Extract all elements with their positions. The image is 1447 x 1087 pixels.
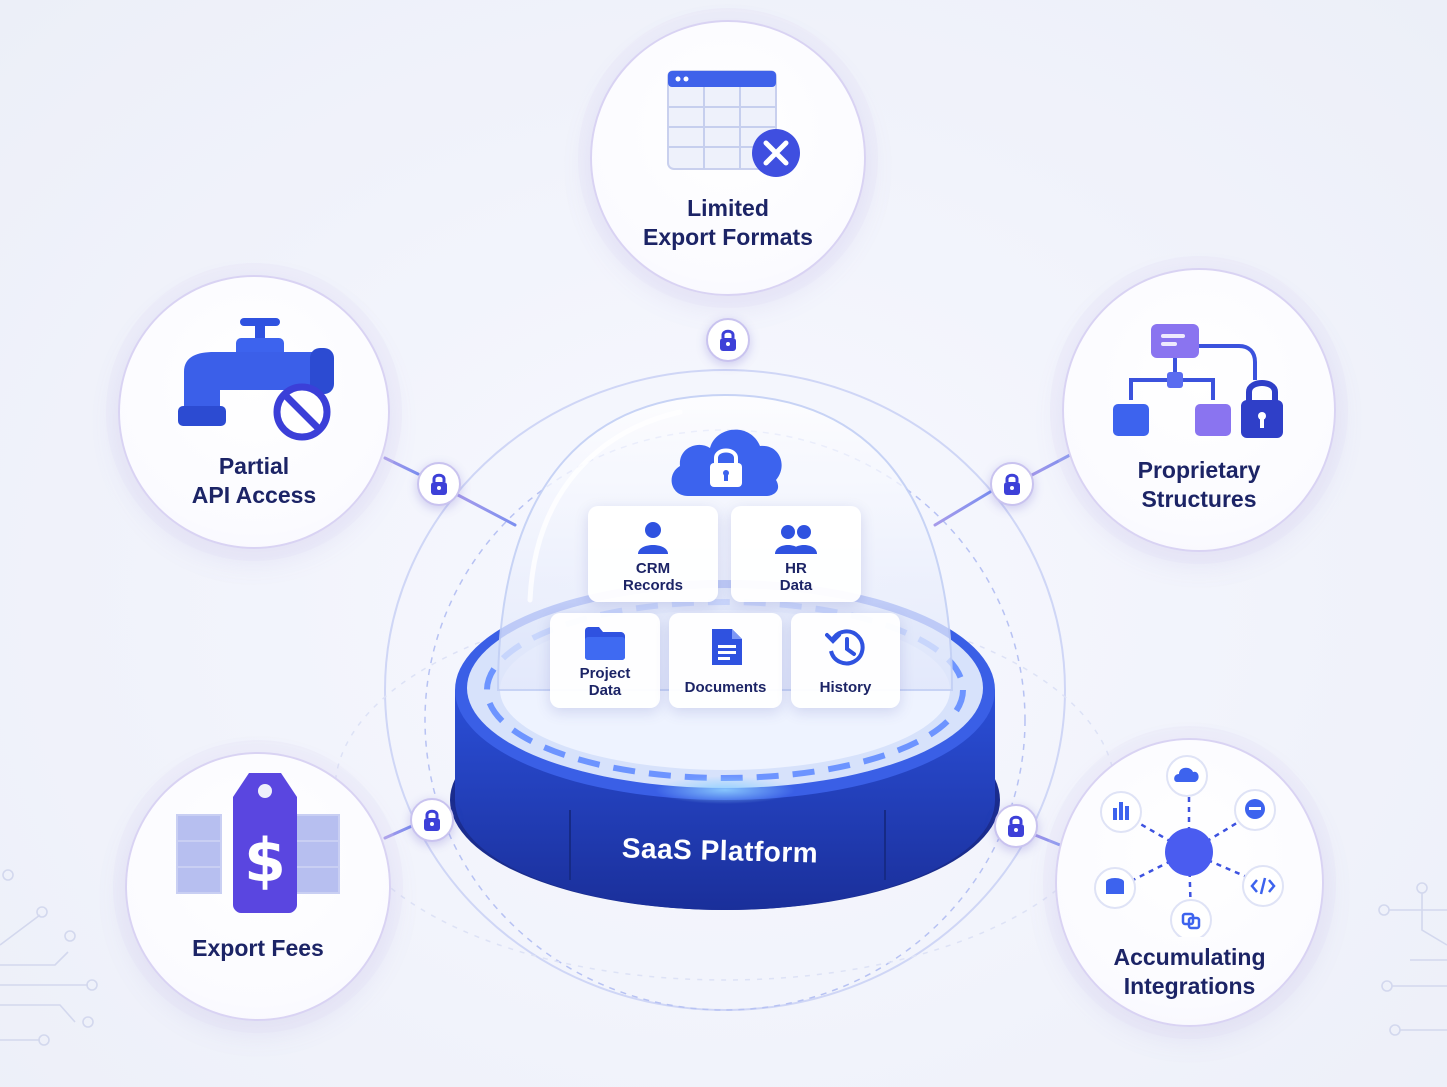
faucet-blocked-icon: [164, 312, 344, 447]
card-label-line1: Project: [579, 665, 631, 682]
lock-badge-right-upper: [990, 462, 1034, 506]
node-label-line1: Export Fees: [192, 935, 324, 961]
card-label-line2: Records: [622, 577, 684, 594]
node-partial-api-access: Partial API Access: [118, 275, 390, 549]
node-label-line1: Limited: [687, 195, 769, 221]
locked-hierarchy-icon: [1109, 320, 1289, 450]
node-export-fees: $ Export Fees: [125, 752, 391, 1021]
spreadsheet-x-icon: [664, 67, 804, 184]
card-hr-data: HR Data: [731, 506, 861, 602]
dollar-price-tag-icon: $: [175, 769, 345, 924]
lock-icon: [431, 473, 447, 495]
node-label-line2: Structures: [1141, 486, 1257, 512]
node-label-line2: API Access: [191, 482, 317, 508]
svg-text:$: $: [244, 826, 286, 896]
node-label-line1: Accumulating: [1113, 944, 1266, 970]
card-label-line1: HR: [785, 560, 807, 577]
card-documents: Documents: [669, 613, 782, 708]
orbit-ring-dashed: [424, 429, 1026, 1011]
lock-badge-right-lower: [994, 804, 1038, 848]
lock-icon: [720, 329, 736, 351]
users-icon: [775, 525, 817, 554]
document-icon: [711, 629, 742, 665]
lock-badge-top: [706, 318, 750, 362]
card-label-line2: Data: [588, 682, 622, 699]
user-icon: [638, 522, 668, 554]
card-label-line1: History: [819, 679, 872, 696]
folder-icon: [585, 627, 625, 660]
lock-icon: [1008, 815, 1024, 837]
card-project-data: Project Data: [550, 613, 660, 708]
card-label-line1: Documents: [684, 679, 767, 696]
lock-icon: [1004, 473, 1020, 495]
node-proprietary-structures: Proprietary Structures: [1062, 268, 1336, 552]
cloud-lock-icon: [664, 418, 788, 505]
node-accumulating-integrations: Accumulating Integrations: [1055, 738, 1324, 1027]
card-history: History: [791, 613, 900, 708]
circuit-traces-right: [1378, 882, 1447, 1036]
integration-hub-icon: [1087, 752, 1292, 942]
lock-badge-left-upper: [417, 462, 461, 506]
node-label-line2: Export Formats: [643, 224, 813, 250]
lock-badge-left-lower: [410, 798, 454, 842]
history-icon: [824, 629, 865, 666]
node-label-line1: Partial: [218, 453, 290, 479]
card-label-line2: Data: [779, 577, 813, 594]
lock-icon: [424, 809, 440, 831]
card-label-line1: CRM: [635, 560, 671, 577]
node-label-line1: Proprietary: [1137, 457, 1261, 483]
card-crm-records: CRM Records: [588, 506, 718, 602]
node-label-line2: Integrations: [1123, 973, 1256, 999]
node-limited-export-formats: Limited Export Formats: [590, 20, 866, 296]
circuit-traces-left: [0, 869, 98, 1046]
